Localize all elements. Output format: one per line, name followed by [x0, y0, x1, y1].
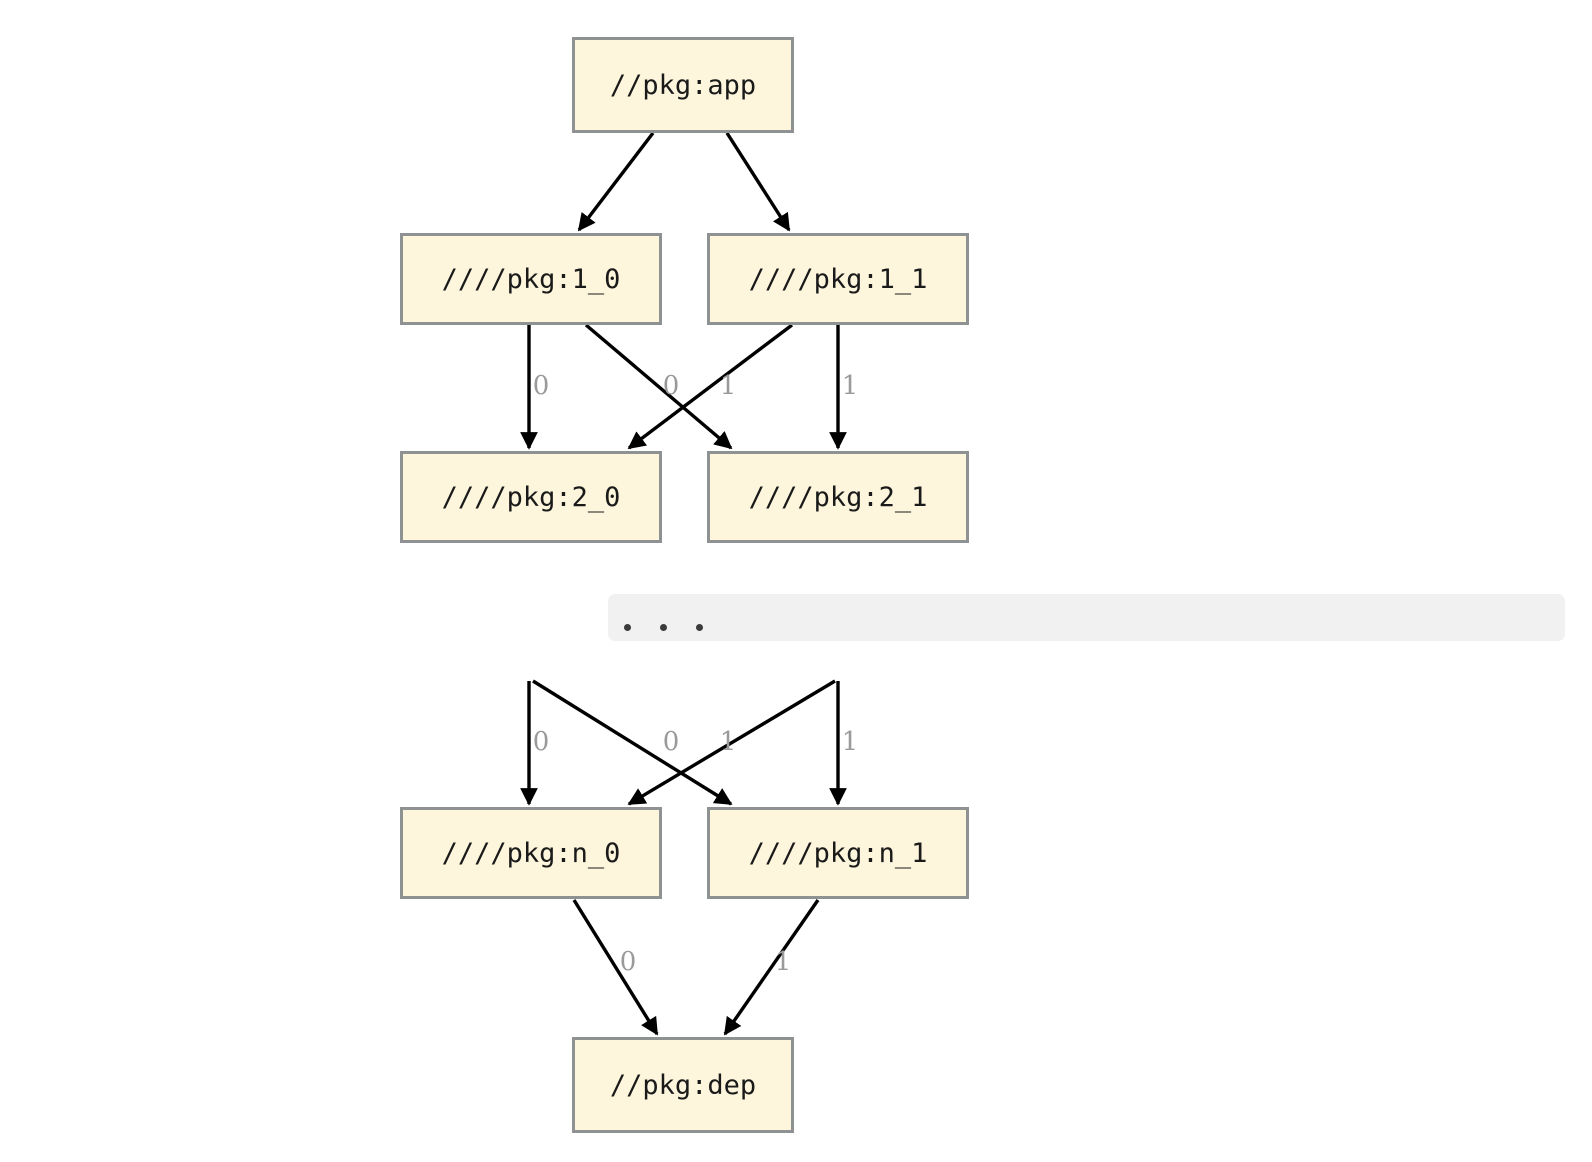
ellipsis-dot — [660, 624, 667, 631]
graph-edge-n_1-to-dep — [723, 899, 820, 1036]
graph-node-label: //pkg:app — [609, 69, 757, 101]
ellipsis-dot — [696, 624, 703, 631]
graph-edge-dangling-to-n_1 — [532, 679, 733, 806]
graph-edge-label-dangling-to-n_0: 0 — [532, 727, 550, 757]
graph-edge-label-1_1-to-2_0: 1 — [719, 371, 737, 401]
ellipsis-separator-band — [608, 594, 1565, 641]
graph-edge-label-dangling-to-n_0b: 1 — [719, 727, 737, 757]
graph-edge-n_0-to-dep — [572, 899, 659, 1036]
graph-edge-label-dangling-to-n_1: 0 — [662, 727, 680, 757]
graph-node-label: ////pkg:1_0 — [441, 263, 621, 295]
graph-node-n2_1[interactable]: ////pkg:2_1 — [707, 451, 969, 543]
graph-node-label: ////pkg:n_0 — [441, 837, 621, 869]
graph-node-nn_0[interactable]: ////pkg:n_0 — [400, 807, 662, 899]
graph-node-nn_1[interactable]: ////pkg:n_1 — [707, 807, 969, 899]
graph-node-label: ////pkg:1_1 — [748, 263, 928, 295]
graph-node-n1_1[interactable]: ////pkg:1_1 — [707, 233, 969, 325]
graph-edge-label-n_0-to-dep: 0 — [619, 947, 637, 977]
graph-node-n1_0[interactable]: ////pkg:1_0 — [400, 233, 662, 325]
graph-node-n2_0[interactable]: ////pkg:2_0 — [400, 451, 662, 543]
graph-edge-label-1_0-to-2_1: 0 — [662, 371, 680, 401]
graph-edge-app-to-1_1 — [725, 132, 791, 232]
graph-edge-app-to-1_0 — [577, 131, 655, 232]
ellipsis-dot — [624, 624, 631, 631]
graph-node-label: //pkg:dep — [609, 1069, 757, 1101]
graph-node-label: ////pkg:2_1 — [748, 481, 928, 513]
graph-edge-label-1_0-to-2_0: 0 — [532, 371, 550, 401]
graph-node-app[interactable]: //pkg:app — [572, 37, 794, 133]
graph-edge-label-dangling-to-n_1b: 1 — [841, 727, 859, 757]
ellipsis-dots-icon — [624, 624, 732, 631]
graph-edge-1_1-to-2_0 — [627, 323, 794, 450]
graph-node-dep[interactable]: //pkg:dep — [572, 1037, 794, 1133]
graph-edge-label-n_1-to-dep: 1 — [774, 947, 792, 977]
graph-node-label: ////pkg:n_1 — [748, 837, 928, 869]
graph-edge-label-1_1-to-2_1: 1 — [841, 371, 859, 401]
graph-node-label: ////pkg:2_0 — [441, 481, 621, 513]
graph-edge-1_0-to-2_1 — [584, 323, 733, 450]
